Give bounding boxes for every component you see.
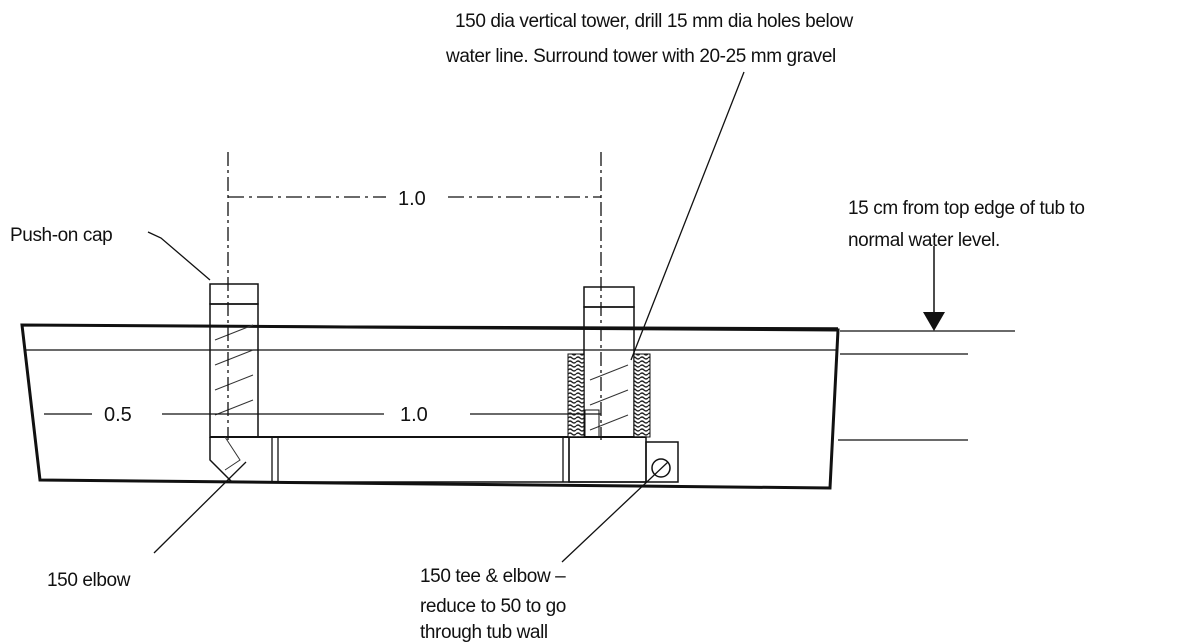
tower-centre-lines (227, 152, 602, 440)
tower-spacing-dimension: 1.0 (398, 188, 426, 210)
tee-label-line1: 150 tee & elbow – (420, 566, 566, 587)
tee-fitting (568, 436, 679, 483)
tub-outline (20, 323, 840, 490)
tower-note-line1: 150 dia vertical tower, drill 15 mm dia … (455, 11, 853, 32)
water-level-arrow (923, 246, 945, 331)
elbow-fitting (209, 436, 241, 483)
pipe-length-dimension: 1.0 (400, 404, 428, 426)
bottom-pipe (210, 436, 646, 483)
tee-label-line2: reduce to 50 to go (420, 596, 566, 617)
water-level-note-line2: normal water level. (848, 230, 1000, 251)
leader-lines (147, 71, 745, 563)
left-offset-dimension: 0.5 (104, 404, 132, 426)
tower-note-line2: water line. Surround tower with 20-25 mm… (445, 46, 836, 67)
tee-label-line3: through tub wall (420, 622, 548, 643)
elbow-label: 150 elbow (47, 570, 131, 591)
water-level-note-line1: 15 cm from top edge of tub to (848, 198, 1085, 219)
water-level-lines (838, 330, 1015, 441)
dimension-lines (44, 196, 601, 415)
push-on-cap-label: Push-on cap (10, 225, 112, 246)
